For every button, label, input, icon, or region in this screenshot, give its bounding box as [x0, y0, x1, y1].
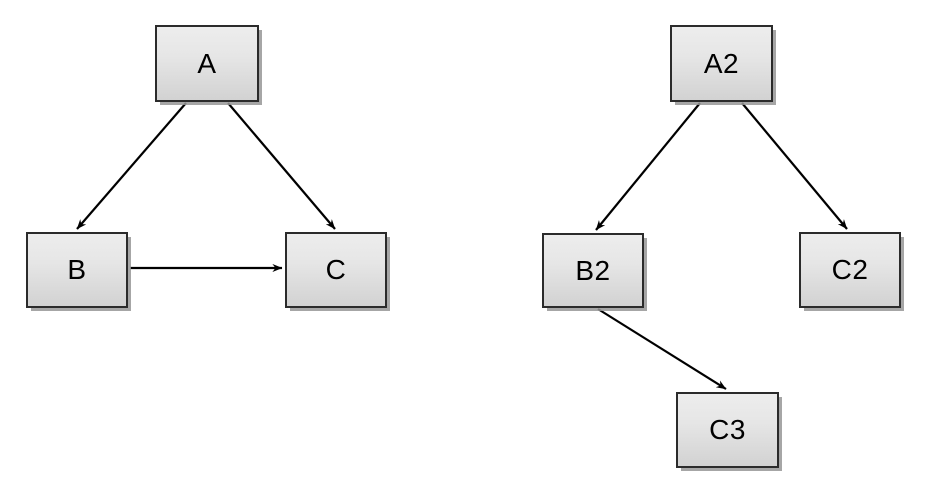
node-label: B2: [575, 254, 611, 286]
edges-group: [76, 102, 848, 390]
node-b2[interactable]: B2: [542, 233, 644, 308]
node-b[interactable]: B: [26, 232, 128, 308]
node-a[interactable]: A: [155, 25, 259, 102]
node-label: A: [197, 47, 217, 79]
edge-a2-to-c2[interactable]: [741, 102, 848, 230]
node-c2[interactable]: C2: [799, 232, 901, 308]
node-a2[interactable]: A2: [670, 25, 773, 102]
node-c[interactable]: C: [285, 232, 387, 308]
edge-b2-to-c3[interactable]: [597, 308, 727, 390]
edge-a2-to-b2[interactable]: [595, 102, 701, 231]
node-label: C: [325, 254, 347, 285]
node-label: A2: [703, 47, 740, 79]
node-label: C3: [709, 414, 746, 445]
node-c3[interactable]: C3: [676, 392, 779, 468]
edge-a-to-b[interactable]: [76, 102, 187, 230]
node-label: C2: [831, 254, 869, 285]
node-label: B: [67, 254, 87, 285]
edge-a-to-c[interactable]: [227, 102, 336, 230]
